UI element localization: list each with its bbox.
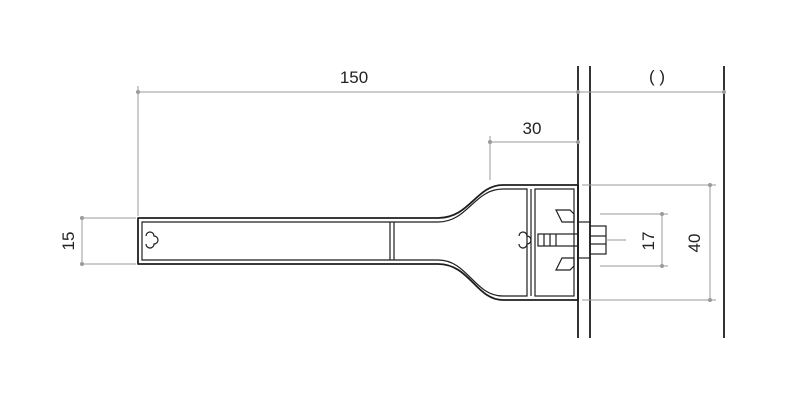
bolt-assembly [537, 221, 626, 259]
bolt-spacing-label: 17 [639, 232, 658, 251]
washer [577, 221, 591, 259]
blade-thickness-label: 15 [59, 232, 78, 251]
profile-outer-contour [137, 184, 579, 301]
bracket-height-label: 40 [685, 234, 704, 253]
dimension-overall-width: 150 ( ) [136, 67, 726, 216]
flange-depth-label: 30 [523, 119, 542, 138]
wall-lines [577, 66, 725, 338]
profile-section [137, 184, 579, 301]
screw-port-right [518, 231, 532, 249]
wall-gap-label: ( ) [649, 67, 665, 86]
hex-nut [589, 225, 607, 255]
overall-width-label: 150 [340, 68, 368, 87]
clip-upper [555, 209, 575, 223]
bolt-chamber [534, 188, 575, 297]
dimension-bolt-spacing: 17 [600, 212, 668, 268]
profile-inner-contour [141, 188, 528, 297]
dimension-blade-thickness: 15 [59, 216, 136, 266]
dimension-flange-depth: 30 [488, 119, 580, 180]
screw-port-left [145, 231, 159, 249]
dimension-bracket-height: 40 [582, 183, 716, 302]
clip-lower [555, 257, 575, 271]
